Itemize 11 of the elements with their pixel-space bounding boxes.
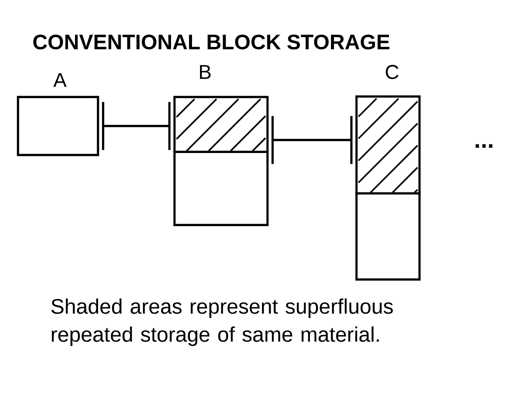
storage-block: C xyxy=(355,64,421,281)
node-label: C xyxy=(386,64,398,80)
storage-block: A xyxy=(16,73,100,156)
title: CONVENTIONAL BLOCK STORAGE xyxy=(33,34,390,50)
node-label: A xyxy=(53,73,67,87)
note-text: Shaded areas represent superfluous repeated storage of same material. xyxy=(51,298,393,346)
connector xyxy=(102,100,170,152)
storage-block: B xyxy=(173,65,269,226)
node-label: B xyxy=(200,65,211,79)
connector xyxy=(272,114,352,166)
ellipsis: ... xyxy=(476,144,492,148)
